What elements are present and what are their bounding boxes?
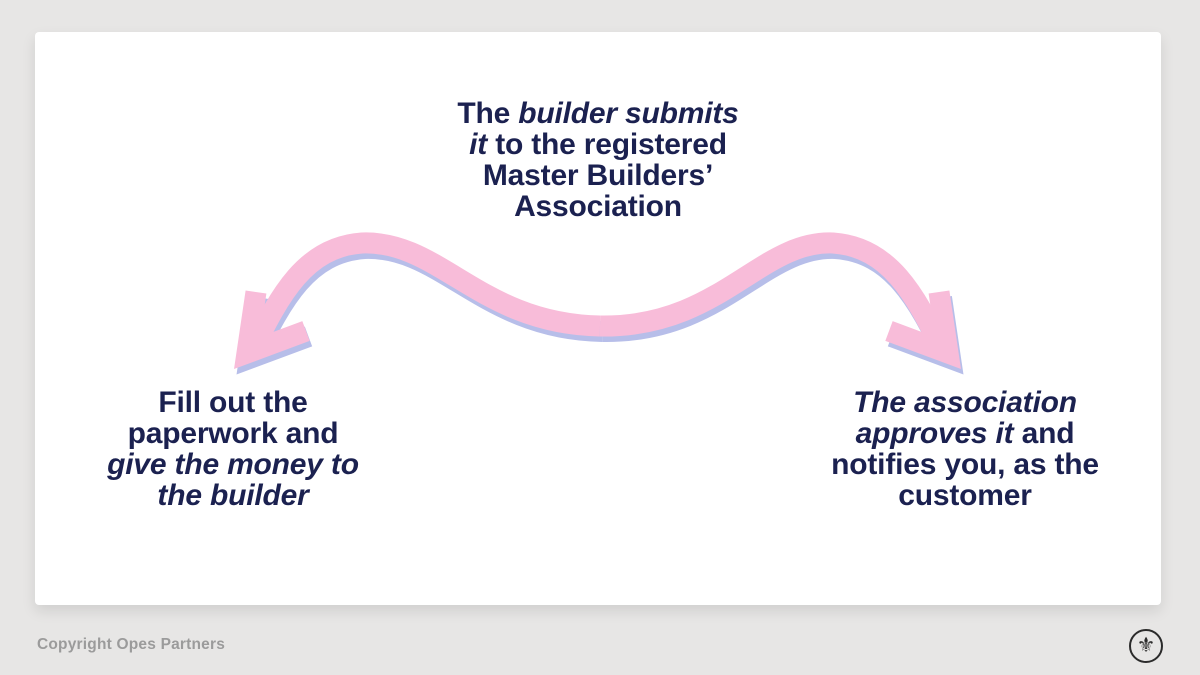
note-line: The association [780, 387, 1150, 418]
text-segment: Master Builders’ [482, 159, 714, 192]
text-segment: Association [514, 190, 682, 223]
text-segment: give the money to [107, 448, 359, 481]
note-line: the builder [48, 480, 418, 511]
note-line: give the money to [48, 449, 418, 480]
note-line: customer [780, 480, 1150, 511]
note-line: Association [373, 191, 823, 222]
opes-partners-logo: ⚜ [1129, 629, 1163, 663]
right-note: The association approves it and notifies… [780, 387, 1150, 511]
text-segment: paperwork and [127, 417, 339, 450]
text-segment: notifies you, as the [831, 448, 1099, 481]
text-segment: The [457, 97, 519, 130]
note-line: approves it and [780, 418, 1150, 449]
note-line: paperwork and [48, 418, 418, 449]
note-line: Fill out the [48, 387, 418, 418]
note-line: it to the registered [373, 129, 823, 160]
text-segment: and [1013, 417, 1075, 450]
arrow-shadow [250, 248, 951, 358]
text-segment: it [469, 128, 488, 161]
text-segment: to the registered [487, 128, 727, 161]
text-segment: customer [898, 479, 1032, 512]
text-segment: approves it [855, 417, 1014, 450]
left-note: Fill out the paperwork and give the mone… [48, 387, 418, 511]
text-segment: builder submits [518, 97, 739, 130]
text-segment: Fill out the [158, 386, 308, 419]
note-line: The builder submits [373, 98, 823, 129]
top-note: The builder submits it to the registered… [373, 98, 823, 222]
copyright-text: Copyright Opes Partners [37, 636, 226, 653]
note-line: Master Builders’ [373, 160, 823, 191]
fleur-de-lis-icon: ⚜ [1136, 632, 1156, 657]
note-line: notifies you, as the [780, 449, 1150, 480]
text-segment: The association [853, 386, 1077, 419]
text-segment: the builder [157, 479, 309, 512]
